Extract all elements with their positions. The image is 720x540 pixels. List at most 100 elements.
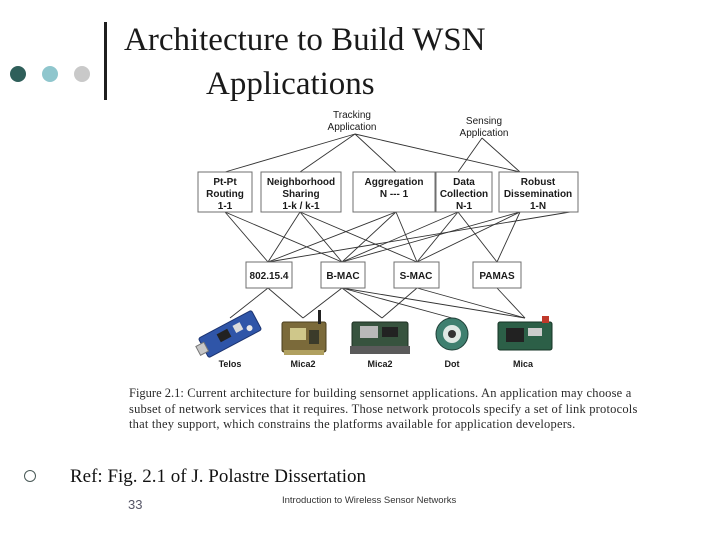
service-box <box>352 171 436 213</box>
app-tracking-line1: Tracking <box>333 110 371 121</box>
protocol-box <box>472 261 522 289</box>
edge <box>341 211 397 263</box>
service-neighborhood: Neighborhood Sharing 1-k / k-1 <box>260 171 342 213</box>
protocol-label: 802.15.4 <box>250 271 289 282</box>
figure-caption: Figure 2.1: Current architecture for bui… <box>129 386 649 433</box>
edge <box>416 287 526 319</box>
service-robust: Robust Dissemination 1-N <box>498 171 579 213</box>
mica2-board-image <box>350 321 410 354</box>
service-line2: N --- 1 <box>380 189 409 200</box>
dot-board-image <box>435 317 469 351</box>
bullet-icon <box>24 470 36 482</box>
edge <box>481 137 521 173</box>
edge <box>416 211 459 263</box>
mica-board-image <box>497 316 553 351</box>
service-line3: 1-k / k-1 <box>282 201 320 212</box>
edge <box>267 211 571 263</box>
service-line1: Data <box>453 177 475 188</box>
service-data-collection: Data Collection N-1 <box>435 171 493 213</box>
micaz-board-image <box>281 310 327 355</box>
title-line-2: Applications <box>206 66 375 102</box>
service-line1: Aggregation <box>365 177 424 188</box>
edge <box>416 211 521 263</box>
protocol-pamas: PAMAS <box>472 261 522 289</box>
protocol-bmac: B-MAC <box>320 261 366 289</box>
edge <box>341 287 526 319</box>
protocol-label: PAMAS <box>479 271 515 282</box>
protocol-802154: 802.15.4 <box>245 261 293 289</box>
protocol-platform-edges <box>229 287 526 319</box>
telos-board-image <box>195 310 262 358</box>
edge <box>224 211 269 263</box>
app-service-edges <box>224 133 521 173</box>
app-sensing-line2: Application <box>460 128 509 139</box>
service-line3: 1-1 <box>218 201 233 212</box>
service-line2: Dissemination <box>504 189 572 200</box>
edge <box>229 287 269 319</box>
app-tracking-line2: Application <box>328 122 377 133</box>
title-divider <box>104 22 107 100</box>
service-aggregation: Aggregation N --- 1 <box>352 171 436 213</box>
dot-teal <box>42 66 58 82</box>
edge <box>302 287 343 319</box>
edge <box>267 211 397 263</box>
dot-gray <box>74 66 90 82</box>
service-line3: 1-N <box>530 201 546 212</box>
service-line2: Collection <box>440 189 488 200</box>
edge <box>341 287 383 319</box>
protocol-label: B-MAC <box>326 271 359 282</box>
service-box <box>435 171 493 213</box>
service-line2: Sharing <box>282 189 319 200</box>
edge <box>224 133 356 173</box>
edge <box>354 133 521 173</box>
platform-label: Dot <box>445 359 460 369</box>
edge <box>341 211 459 263</box>
service-line3: N-1 <box>456 201 473 212</box>
platform-mica2: Mica2 <box>350 321 410 369</box>
protocol-label: S-MAC <box>400 271 433 282</box>
dot-dark <box>10 66 26 82</box>
service-protocol-edges <box>224 211 571 263</box>
platform-label: Mica2 <box>290 359 315 369</box>
edge <box>496 211 521 263</box>
edge <box>299 133 356 173</box>
edge <box>457 211 498 263</box>
service-box <box>498 171 579 213</box>
service-box <box>197 171 253 213</box>
reference-text: Ref: Fig. 2.1 of J. Polastre Dissertatio… <box>70 466 367 487</box>
platform-label: Mica <box>513 359 534 369</box>
service-ptpt: Pt-Pt Routing 1-1 <box>197 171 253 213</box>
platform-micaz: Mica2 <box>281 310 327 369</box>
edge <box>381 287 418 319</box>
edge <box>496 287 526 319</box>
edge <box>267 211 301 263</box>
service-line1: Robust <box>521 177 556 188</box>
edge <box>354 133 397 173</box>
page-number: 33 <box>128 497 143 512</box>
edge <box>341 287 453 319</box>
edge <box>457 137 483 173</box>
edge <box>267 287 304 319</box>
title-line-1: Architecture to Build WSN <box>124 22 486 58</box>
protocol-box <box>393 261 440 289</box>
architecture-diagram: Tracking Application Sensing Application… <box>195 110 579 369</box>
edge <box>395 211 418 263</box>
app-sensing-line1: Sensing <box>466 116 502 127</box>
platform-dot: Dot <box>435 317 469 369</box>
protocol-box <box>320 261 366 289</box>
platform-telos: Telos <box>195 310 262 369</box>
edge <box>299 211 343 263</box>
service-line2: Routing <box>206 189 244 200</box>
figure-caption-text: Current architecture for building sensor… <box>129 386 638 431</box>
platform-label: Mica2 <box>367 359 392 369</box>
footer-text: Introduction to Wireless Sensor Networks <box>282 495 457 506</box>
platform-mica: Mica <box>497 316 553 369</box>
protocol-smac: S-MAC <box>393 261 440 289</box>
edge <box>341 211 521 263</box>
figure-label: Figure 2.1: <box>129 386 184 400</box>
service-line1: Neighborhood <box>267 177 335 188</box>
edge <box>299 211 418 263</box>
protocol-box <box>245 261 293 289</box>
platform-label: Telos <box>219 359 242 369</box>
slide-title: Architecture to Build WSN Applications <box>112 18 552 106</box>
